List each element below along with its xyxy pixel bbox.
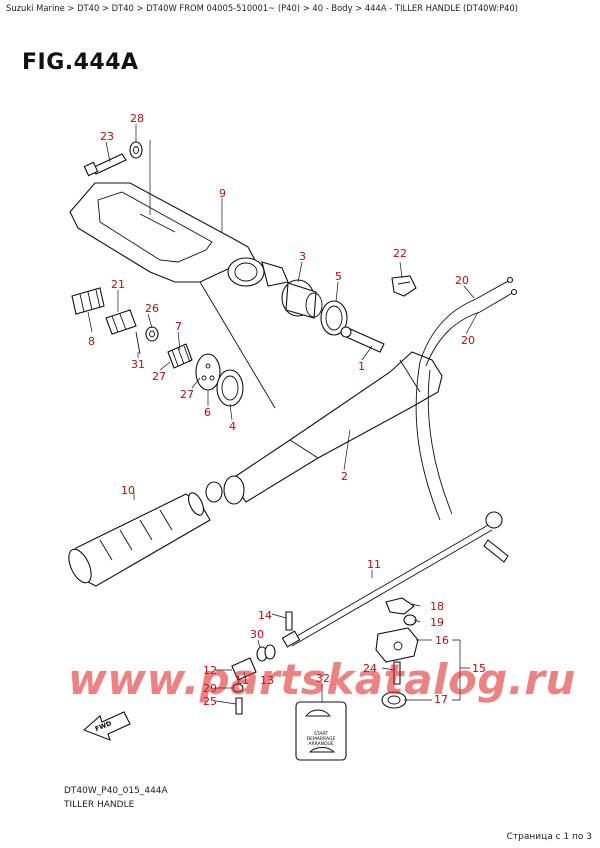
callout-32: 32 xyxy=(316,672,330,685)
switch-12[interactable] xyxy=(231,657,257,681)
screw-14[interactable] xyxy=(285,611,293,631)
plate-arranque-text: ARRANQUE xyxy=(308,741,333,747)
callout-7: 7 xyxy=(175,320,182,333)
callout-29: 29 xyxy=(203,682,217,695)
callout-11: 11 xyxy=(367,558,381,571)
callout-25: 25 xyxy=(203,695,217,708)
bracket-15-lines xyxy=(452,639,470,701)
callout-30: 30 xyxy=(250,628,264,641)
callout-24: 24 xyxy=(363,662,377,675)
callout-8: 8 xyxy=(88,335,95,348)
tiller-bracket[interactable] xyxy=(69,182,289,409)
callout-19: 19 xyxy=(430,616,444,629)
callout-4: 4 xyxy=(229,420,236,433)
bushing-30[interactable] xyxy=(256,644,276,662)
clip-19[interactable] xyxy=(403,614,417,626)
callout-11b: 11 xyxy=(235,674,249,687)
callout-10: 10 xyxy=(121,484,135,497)
throttle-cables-20[interactable] xyxy=(415,276,518,521)
pivot-bolt-1[interactable] xyxy=(340,326,385,353)
throttle-grip-10[interactable] xyxy=(64,481,223,587)
stop-cable-11[interactable] xyxy=(281,511,509,648)
callout-16: 16 xyxy=(435,634,449,647)
page-indicator: Страница с 1 по 3 xyxy=(506,832,592,842)
fwd-arrow-icon: FWD xyxy=(82,711,131,741)
ring-4[interactable] xyxy=(216,369,244,407)
callout-6: 6 xyxy=(204,406,211,419)
callout-1: 1 xyxy=(358,360,365,373)
label-plate-32: START DEMARRAGE ARRANQUE xyxy=(295,701,347,761)
callout-14: 14 xyxy=(258,609,272,622)
nut-26[interactable] xyxy=(145,326,159,342)
spring-7[interactable] xyxy=(167,343,193,369)
bracket-18[interactable] xyxy=(385,597,415,615)
callout-3: 3 xyxy=(299,250,306,263)
callout-22: 22 xyxy=(393,247,407,260)
plate-start-text: START xyxy=(314,731,328,737)
figure-caption: TILLER HANDLE xyxy=(64,800,135,810)
callout-20a: 20 xyxy=(455,274,469,287)
callout-20b: 20 xyxy=(461,334,475,347)
breadcrumb: Suzuki Marine > DT40 > DT40 > DT40W FROM… xyxy=(6,3,519,13)
pin-31[interactable] xyxy=(135,331,141,355)
screw-24[interactable] xyxy=(393,661,401,685)
callout-23: 23 xyxy=(100,130,114,143)
callout-27b: 27 xyxy=(180,388,194,401)
stop-switch-16[interactable] xyxy=(375,627,419,663)
callout-28: 28 xyxy=(130,112,144,125)
callout-17: 17 xyxy=(434,693,448,706)
tiller-arm-2[interactable] xyxy=(223,351,443,505)
seal-5[interactable] xyxy=(320,300,348,336)
callout-2: 2 xyxy=(341,470,348,483)
callout-9: 9 xyxy=(219,187,226,200)
plate-6[interactable] xyxy=(195,353,221,391)
washer-28[interactable] xyxy=(129,141,143,159)
callout-13: 13 xyxy=(260,674,274,687)
callout-5: 5 xyxy=(335,270,342,283)
bolt-29[interactable] xyxy=(232,683,244,693)
callout-31: 31 xyxy=(131,358,145,371)
boot-21[interactable] xyxy=(105,309,137,335)
watermark: www.partskatalog.ru xyxy=(68,655,576,704)
plate-demarrage-text: DEMARRAGE xyxy=(307,736,336,742)
knob-8[interactable] xyxy=(71,287,105,315)
bushing-3[interactable] xyxy=(281,279,323,319)
callout-18: 18 xyxy=(430,600,444,613)
figure-code: DT40W_P40_015_444A xyxy=(64,786,168,796)
callout-15: 15 xyxy=(472,662,486,675)
leader-lines xyxy=(87,124,479,705)
callout-26: 26 xyxy=(145,302,159,315)
figure-title: FIG.444A xyxy=(22,50,139,75)
bolt-23[interactable] xyxy=(83,153,127,177)
callout-12: 12 xyxy=(203,664,217,677)
callout-21: 21 xyxy=(111,278,125,291)
screw-25[interactable] xyxy=(235,697,243,715)
callout-27a: 27 xyxy=(152,370,166,383)
lanyard-17[interactable] xyxy=(381,691,407,709)
clip-22[interactable] xyxy=(391,275,417,297)
callout-numbers: 23 28 9 3 5 22 20 20 21 26 8 31 7 27 27 … xyxy=(88,112,486,708)
